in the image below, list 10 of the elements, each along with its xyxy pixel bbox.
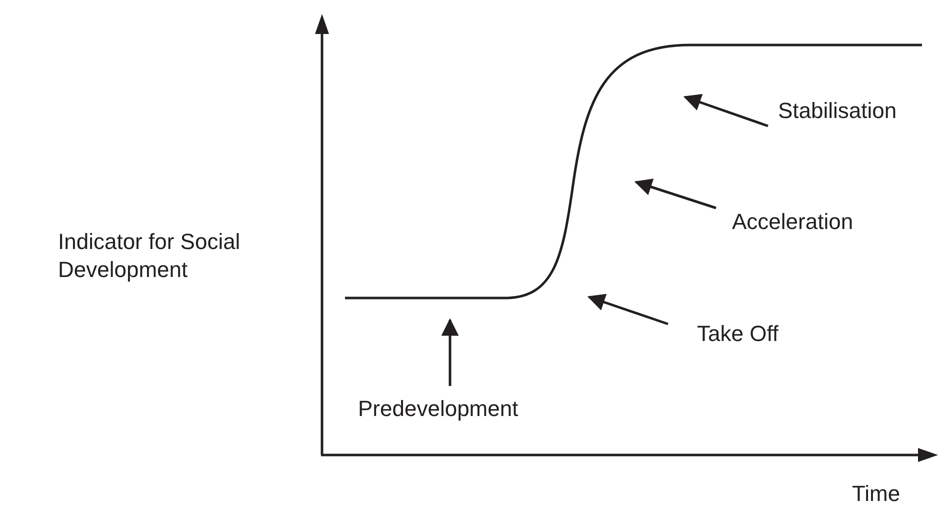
stage-label: Stabilisation (778, 98, 897, 124)
leader-arrow (634, 178, 716, 210)
stage-label: Take Off (697, 321, 779, 347)
y-axis-title: Indicator for Social Development (58, 228, 242, 284)
leader-arrow (587, 294, 668, 326)
stage-label: Predevelopment (358, 396, 518, 422)
leader-arrow (683, 94, 768, 128)
leader-arrow (441, 318, 459, 386)
stage-label: Acceleration (732, 209, 854, 235)
x-axis-title: Time (852, 480, 902, 508)
